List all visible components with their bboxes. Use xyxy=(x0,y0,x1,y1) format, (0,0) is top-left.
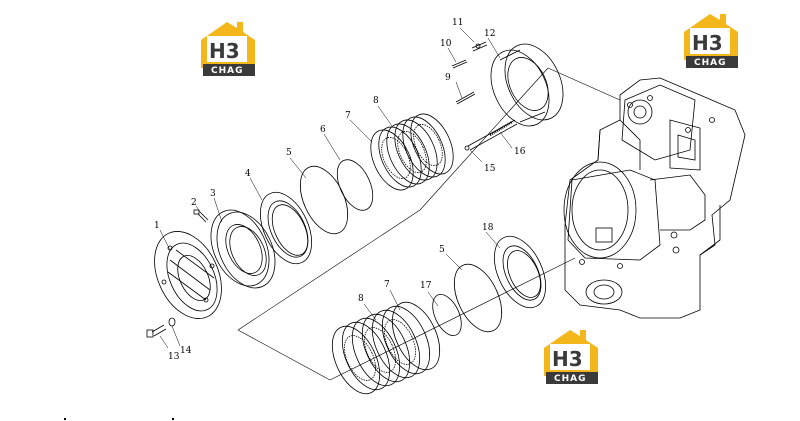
part-9-pin xyxy=(455,91,476,105)
callout-2: 2 xyxy=(191,198,197,208)
part-3-hub xyxy=(210,209,276,289)
upper-clutch-pack xyxy=(370,113,454,191)
callout-12: 12 xyxy=(484,29,495,39)
part-11-pin xyxy=(471,41,488,52)
stray-dot-left xyxy=(64,418,66,420)
part-12-end-housing xyxy=(490,43,564,127)
callout-5-lower: 5 xyxy=(439,245,445,255)
leader-lines xyxy=(159,27,513,349)
callout-5-upper: 5 xyxy=(286,148,292,158)
callout-17: 17 xyxy=(420,281,432,291)
logo-mark: H3 xyxy=(692,31,723,55)
lower-clutch-pack xyxy=(331,301,441,395)
stray-dot-right xyxy=(172,418,174,420)
h3-chag-logo-top-right: H3 CHAG xyxy=(680,10,742,70)
h3-chag-logo-bottom: H3 CHAG xyxy=(540,326,602,386)
logo-mark: H3 xyxy=(209,39,240,63)
logo-word: CHAG xyxy=(694,58,727,68)
callout-10: 10 xyxy=(440,39,452,49)
part-2-bolt xyxy=(193,209,209,223)
callout-11: 11 xyxy=(452,18,463,28)
part-4-piston xyxy=(259,191,313,265)
part-14-washer xyxy=(168,317,176,327)
part-17-seal-ring xyxy=(432,294,462,336)
callout-8-upper: 8 xyxy=(373,96,379,106)
callout-18: 18 xyxy=(482,223,494,233)
callout-15: 15 xyxy=(484,164,496,174)
part-5-o-ring-upper xyxy=(299,165,349,235)
callout-9: 9 xyxy=(445,73,451,83)
callout-8-lower: 8 xyxy=(358,294,364,304)
logo-word: CHAG xyxy=(211,66,244,76)
logo-mark: H3 xyxy=(552,347,583,371)
part-6-seal-ring xyxy=(336,159,374,211)
h3-chag-logo-top-left: H3 CHAG xyxy=(197,18,259,78)
part-15-16-pin xyxy=(464,119,518,151)
callout-labels: 1 2 3 4 5 6 7 8 9 10 11 12 13 14 15 16 1… xyxy=(154,18,526,362)
callout-7-upper: 7 xyxy=(345,111,351,121)
callout-13: 13 xyxy=(168,352,180,362)
callout-3: 3 xyxy=(210,189,216,199)
callout-4: 4 xyxy=(245,169,251,179)
callout-16: 16 xyxy=(514,147,526,157)
part-1-cover-plate xyxy=(154,231,222,319)
callout-7-lower: 7 xyxy=(384,280,390,290)
part-13-bolt xyxy=(146,324,167,338)
transmission-housing xyxy=(563,77,746,319)
callout-14: 14 xyxy=(180,346,192,356)
logo-word: CHAG xyxy=(554,374,587,384)
callout-6: 6 xyxy=(320,125,326,135)
assembly-guide-lines xyxy=(237,67,621,381)
part-5-o-ring-lower xyxy=(453,263,503,333)
callout-1: 1 xyxy=(154,221,160,231)
part-10-pin xyxy=(451,59,468,69)
part-18-lower-piston xyxy=(493,235,547,309)
